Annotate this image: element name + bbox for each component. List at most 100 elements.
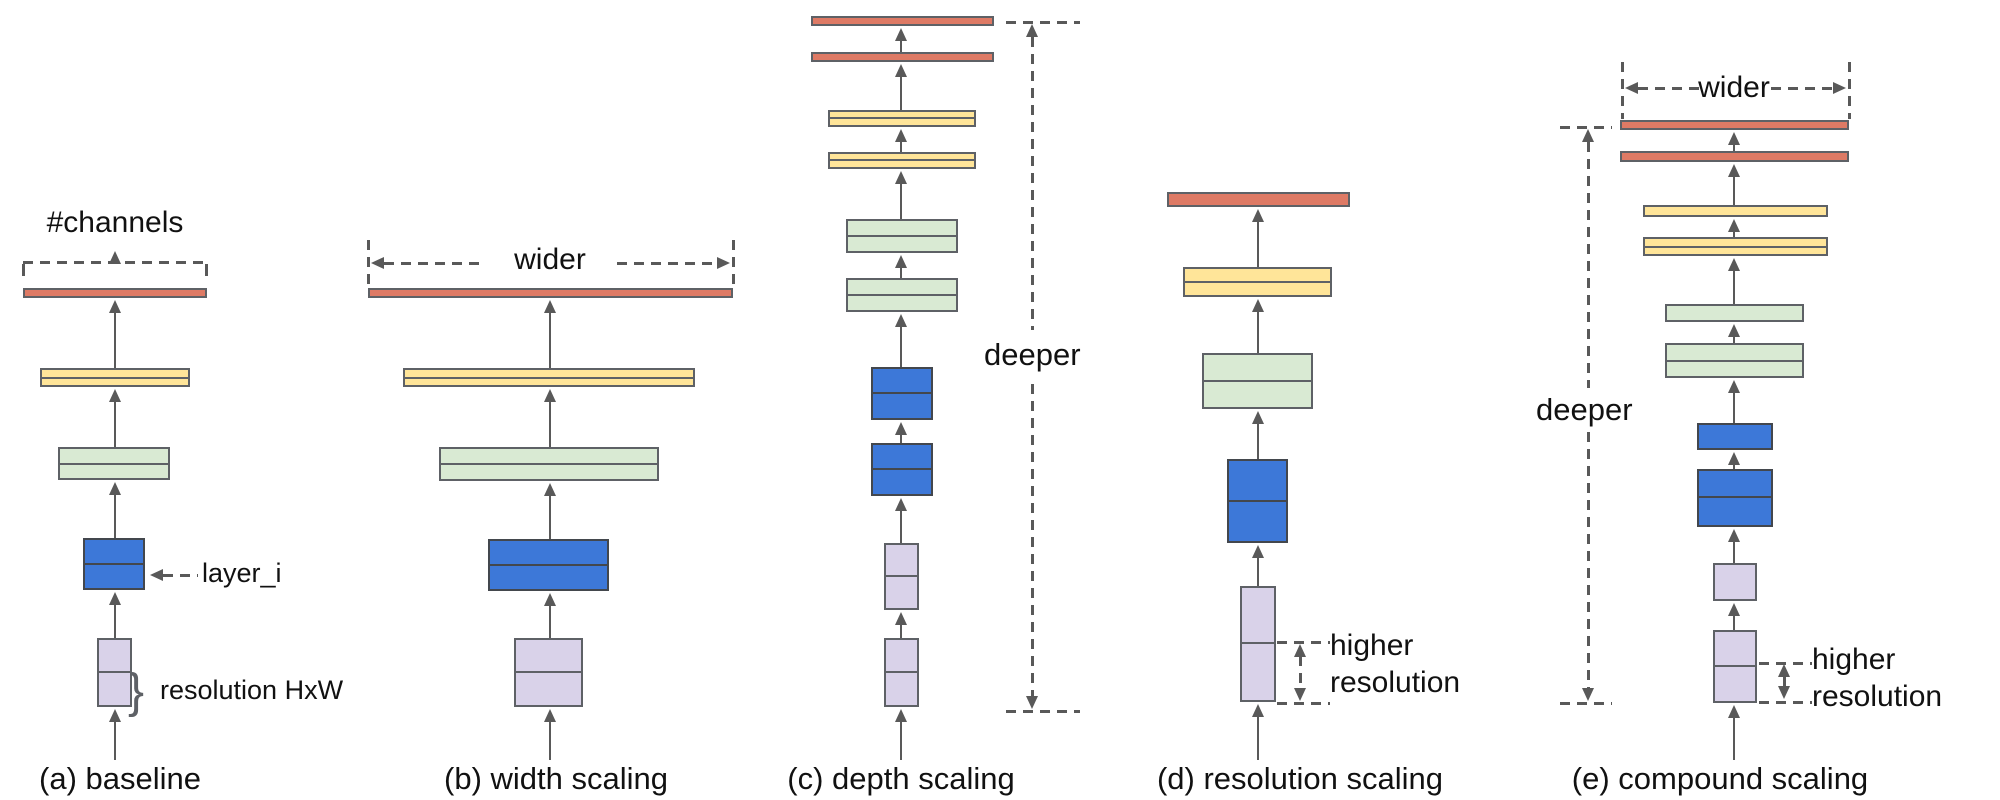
flow-arrowhead xyxy=(109,389,121,402)
red-box xyxy=(368,288,733,298)
deeper-arrowhead-up xyxy=(1026,24,1038,37)
flow-arrowhead xyxy=(544,593,556,606)
box-divider xyxy=(886,575,917,577)
panel-caption-compound-scaling: (e) compound scaling xyxy=(1571,761,1869,796)
panel-caption-width-scaling: (b) width scaling xyxy=(444,761,668,796)
flow-arrowhead xyxy=(895,129,907,142)
flow-arrowhead xyxy=(1252,545,1264,558)
deeper-arrowhead-up xyxy=(1582,129,1594,142)
input-arrowhead xyxy=(544,709,556,722)
box-divider xyxy=(405,377,693,379)
deeper-dash-upper xyxy=(1587,142,1590,388)
box-divider xyxy=(1229,500,1286,502)
box-divider xyxy=(1204,380,1311,382)
flow-arrowhead xyxy=(895,255,907,268)
panel-caption-depth-scaling: (c) depth scaling xyxy=(787,761,1015,796)
red-box xyxy=(1620,120,1849,130)
flow-arrow-shaft xyxy=(114,312,116,368)
box-divider xyxy=(1699,496,1771,498)
flow-arrowhead xyxy=(109,592,121,605)
flow-arrow-shaft xyxy=(1257,221,1259,267)
yellow-box xyxy=(1643,205,1828,217)
flow-arrowhead xyxy=(895,28,907,41)
input-arrow-shaft xyxy=(1733,718,1735,760)
input-arrowhead xyxy=(1728,705,1740,718)
higher-resolution-annotation-label-d: higher resolution xyxy=(1330,629,1461,699)
wider-arrowhead-left xyxy=(371,257,384,269)
curly-brace: } xyxy=(128,665,145,718)
flow-arrow-shaft xyxy=(900,76,902,110)
deeper-dash-lower xyxy=(1587,432,1590,688)
flow-arrow-shaft xyxy=(900,267,902,278)
flow-arrowhead xyxy=(1728,219,1740,232)
box-divider xyxy=(1645,246,1826,248)
layer-pointer-dash xyxy=(163,574,198,577)
box-divider xyxy=(830,159,974,161)
flow-arrow-shaft xyxy=(549,401,551,447)
deeper-arrowhead-down xyxy=(1582,688,1594,701)
box-divider xyxy=(516,671,581,673)
flow-arrow-shaft xyxy=(1733,541,1735,563)
flow-arrowhead xyxy=(1252,299,1264,312)
deeper-top-stub xyxy=(1006,21,1080,24)
flow-arrow-shaft xyxy=(1733,231,1735,237)
flow-arrow-shaft xyxy=(900,624,902,638)
flow-arrow-shaft xyxy=(114,401,116,447)
higher-res-arrowhead-up xyxy=(1778,664,1790,677)
layer-pointer-arrowhead xyxy=(150,569,163,581)
red-box xyxy=(1620,151,1849,162)
flow-arrowhead xyxy=(109,300,121,313)
wider-dash-left xyxy=(384,262,484,265)
flow-arrowhead xyxy=(544,300,556,313)
box-divider xyxy=(85,563,143,565)
box-divider xyxy=(830,117,974,119)
flow-arrowhead xyxy=(895,314,907,327)
deeper-annotation-label-e: deeper xyxy=(1536,392,1633,427)
bracket-end-tick xyxy=(205,264,208,276)
flow-arrow-shaft xyxy=(900,183,902,219)
panel-caption-resolution-scaling: (d) resolution scaling xyxy=(1156,761,1444,796)
green-box xyxy=(1665,304,1804,322)
box-divider xyxy=(60,463,168,465)
flow-arrowhead xyxy=(895,498,907,511)
flow-arrow-shaft xyxy=(1733,270,1735,304)
higher-resolution-annotation-label-e: higher resolution xyxy=(1812,643,1943,713)
input-arrowhead xyxy=(109,709,121,722)
wider-annotation-label-b: wider xyxy=(514,243,586,276)
flow-arrow-shaft xyxy=(549,605,551,638)
purple-box xyxy=(1240,586,1276,702)
flow-arrow-shaft xyxy=(1733,176,1735,205)
box-divider xyxy=(848,235,956,237)
flow-arrow-shaft xyxy=(1257,311,1259,353)
wider-end-tick xyxy=(367,240,370,290)
deeper-dash-upper xyxy=(1031,37,1034,330)
higher-res-arrowhead-down xyxy=(1294,688,1306,701)
flow-arrow-shaft xyxy=(1257,423,1259,459)
flow-arrowhead xyxy=(895,64,907,77)
flow-arrow-shaft xyxy=(1733,392,1735,423)
deeper-arrowhead-down xyxy=(1026,696,1038,709)
box-divider xyxy=(1185,281,1330,283)
box-divider xyxy=(490,564,607,566)
flow-arrowhead xyxy=(1728,258,1740,271)
flow-arrowhead xyxy=(1728,529,1740,542)
deeper-annotation-label-c: deeper xyxy=(984,337,1081,372)
flow-arrowhead xyxy=(895,612,907,625)
box-divider xyxy=(873,392,931,394)
channels-annotation-label: #channels xyxy=(46,206,184,239)
flow-arrowhead xyxy=(1252,209,1264,222)
box-divider xyxy=(99,671,130,673)
flow-arrow-shaft xyxy=(1733,336,1735,343)
wider-arrowhead-left xyxy=(1625,82,1638,94)
flow-arrowhead xyxy=(544,389,556,402)
higher-res-dash-top xyxy=(1759,662,1812,665)
flow-arrow-shaft xyxy=(1733,464,1735,469)
wider-dash-right xyxy=(1771,87,1833,90)
box-divider xyxy=(441,463,657,465)
flow-arrowhead xyxy=(895,171,907,184)
flow-arrow-shaft xyxy=(114,494,116,538)
input-arrowhead xyxy=(895,709,907,722)
flow-arrow-shaft xyxy=(900,434,902,443)
blue-box xyxy=(1697,423,1773,450)
